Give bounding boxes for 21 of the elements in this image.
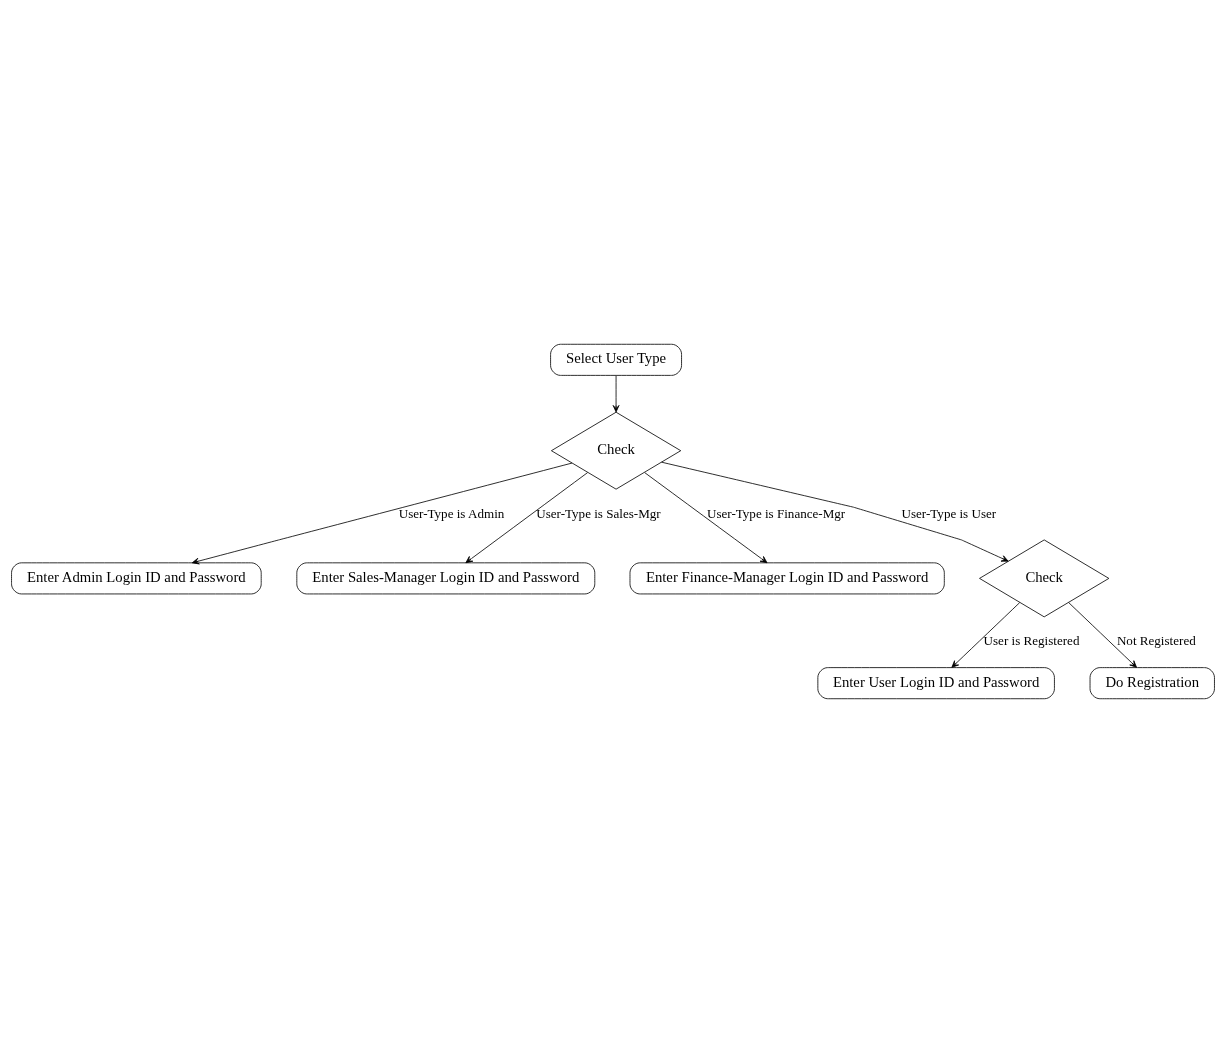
node-box: Enter Admin Login ID and Password bbox=[11, 562, 262, 595]
node-box: Select User Type bbox=[550, 343, 682, 376]
node-diamond: Check bbox=[979, 539, 1110, 618]
arrow bbox=[661, 461, 1009, 562]
node-box: Do Registration bbox=[1089, 667, 1215, 700]
arrow bbox=[465, 472, 588, 564]
edge-label: Not Registered bbox=[1116, 633, 1196, 649]
node-box: Enter Finance-Manager Login ID and Password bbox=[629, 562, 945, 595]
arrow bbox=[612, 375, 620, 413]
arrow bbox=[1068, 602, 1137, 668]
node-box: Enter Sales-Manager Login ID and Password bbox=[296, 562, 596, 595]
edge-label: User-Type is Finance-Mgr bbox=[706, 505, 846, 521]
node-box: Enter User Login ID and Password bbox=[817, 667, 1055, 700]
edge-label: User-Type is Sales-Mgr bbox=[536, 505, 661, 521]
edge-label: User is Registered bbox=[983, 633, 1080, 649]
arrow bbox=[191, 462, 573, 565]
node-diamond: Check bbox=[551, 411, 682, 490]
edge-label: User-Type is Admin bbox=[398, 505, 505, 521]
arrow bbox=[951, 602, 1021, 668]
edge-label: User-Type is User bbox=[901, 505, 997, 521]
arrow bbox=[644, 472, 768, 564]
